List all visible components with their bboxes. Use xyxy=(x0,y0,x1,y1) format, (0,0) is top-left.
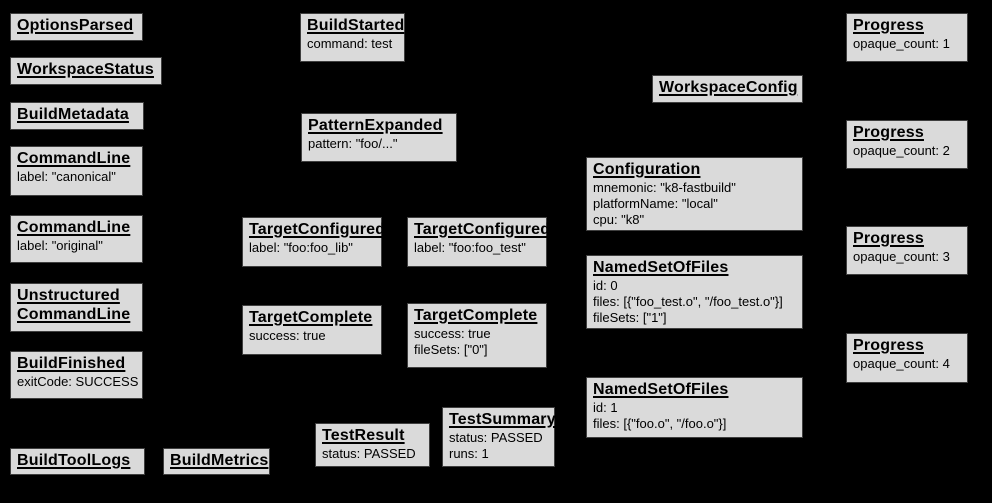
event-title: BuildStarted xyxy=(307,17,405,34)
event-field: label: "canonical" xyxy=(17,168,116,184)
event-box-target-configured-foo-lib: TargetConfigured label: "foo:foo_lib" xyxy=(242,217,386,267)
event-field: cpu: "k8" xyxy=(593,212,645,228)
event-field: files: [{"foo_test.o", "/foo_test.o"}] xyxy=(593,293,783,309)
event-field: exitCode: SUCCESS xyxy=(17,373,139,389)
event-title: Unstructured CommandLine xyxy=(17,287,131,323)
event-box-unstructured-command-line: Unstructured CommandLine xyxy=(10,283,143,332)
event-box-target-complete-foo-test: TargetComplete success: true fileSets: [… xyxy=(407,303,547,368)
event-title: NamedSetOfFiles xyxy=(593,381,729,398)
event-box-build-metadata: BuildMetadata xyxy=(10,102,144,130)
event-title: CommandLine xyxy=(17,150,131,167)
event-box-command-line-original: CommandLine label: "original" xyxy=(10,215,143,263)
event-field: command: test xyxy=(307,35,393,51)
event-box-named-set-of-files-0: NamedSetOfFiles id: 0 files: [{"foo_test… xyxy=(586,255,803,329)
event-field: label: "original" xyxy=(17,237,103,253)
event-title: TargetComplete xyxy=(414,307,538,324)
event-title: BuildMetadata xyxy=(17,106,129,123)
event-title: BuildFinished xyxy=(17,355,126,372)
event-field: pattern: "foo/..." xyxy=(308,135,398,151)
event-title: BuildMetrics xyxy=(170,452,269,469)
event-box-progress-3: Progress opaque_count: 3 xyxy=(846,226,968,275)
event-title: TargetConfigured xyxy=(414,221,551,238)
event-box-build-metrics: BuildMetrics xyxy=(163,448,270,475)
event-title: Configuration xyxy=(593,161,701,178)
event-title: CommandLine xyxy=(17,219,131,236)
event-title: TestSummary xyxy=(449,411,556,428)
event-title: WorkspaceConfig xyxy=(659,79,798,96)
event-field: success: true xyxy=(249,327,326,343)
event-title: TargetConfigured xyxy=(249,221,386,238)
event-box-test-result: TestResult status: PASSED xyxy=(315,423,430,467)
event-field: success: true xyxy=(414,325,491,341)
event-title: TargetComplete xyxy=(249,309,373,326)
event-field: label: "foo:foo_test" xyxy=(414,239,526,255)
event-box-build-started: BuildStarted command: test xyxy=(300,13,405,62)
event-box-configuration: Configuration mnemonic: "k8-fastbuild" p… xyxy=(586,157,803,231)
event-title: Progress xyxy=(853,124,924,141)
event-box-build-finished: BuildFinished exitCode: SUCCESS xyxy=(10,351,143,399)
event-box-progress-1: Progress opaque_count: 1 xyxy=(846,13,968,62)
event-box-progress-2: Progress opaque_count: 2 xyxy=(846,120,968,169)
event-field: label: "foo:foo_lib" xyxy=(249,239,353,255)
event-box-build-tool-logs: BuildToolLogs xyxy=(10,448,145,475)
event-title: TestResult xyxy=(322,427,405,444)
event-title: PatternExpanded xyxy=(308,117,443,134)
event-box-test-summary: TestSummary status: PASSED runs: 1 xyxy=(442,407,556,467)
event-box-workspace-status: WorkspaceStatus xyxy=(10,57,162,85)
event-box-command-line-canonical: CommandLine label: "canonical" xyxy=(10,146,143,196)
event-box-progress-4: Progress opaque_count: 4 xyxy=(846,333,968,383)
event-title: OptionsParsed xyxy=(17,17,134,34)
event-box-workspace-config: WorkspaceConfig xyxy=(652,75,803,103)
event-title: Progress xyxy=(853,230,924,247)
event-title: BuildToolLogs xyxy=(17,452,131,469)
event-field: fileSets: ["1"] xyxy=(593,310,667,326)
event-box-named-set-of-files-1: NamedSetOfFiles id: 1 files: [{"foo.o", … xyxy=(586,377,803,438)
event-field: platformName: "local" xyxy=(593,195,718,211)
event-box-pattern-expanded: PatternExpanded pattern: "foo/..." xyxy=(301,113,457,162)
event-title: NamedSetOfFiles xyxy=(593,259,729,276)
event-field: fileSets: ["0"] xyxy=(414,341,488,357)
event-field: id: 0 xyxy=(593,277,618,293)
event-field: status: PASSED xyxy=(322,445,416,461)
event-field: opaque_count: 1 xyxy=(853,35,950,51)
event-field: id: 1 xyxy=(593,399,618,415)
event-field: mnemonic: "k8-fastbuild" xyxy=(593,179,736,195)
event-field: opaque_count: 3 xyxy=(853,248,950,264)
event-title: WorkspaceStatus xyxy=(17,61,154,78)
event-field: opaque_count: 4 xyxy=(853,355,950,371)
event-box-target-complete-foo-lib: TargetComplete success: true xyxy=(242,305,382,355)
event-field: runs: 1 xyxy=(449,445,489,461)
event-box-target-configured-foo-test: TargetConfigured label: "foo:foo_test" xyxy=(407,217,551,267)
event-field: status: PASSED xyxy=(449,429,543,445)
event-field: files: [{"foo.o", "/foo.o"}] xyxy=(593,415,727,431)
event-title: Progress xyxy=(853,337,924,354)
event-box-options-parsed: OptionsParsed xyxy=(10,13,143,41)
event-title: Progress xyxy=(853,17,924,34)
event-field: opaque_count: 2 xyxy=(853,142,950,158)
